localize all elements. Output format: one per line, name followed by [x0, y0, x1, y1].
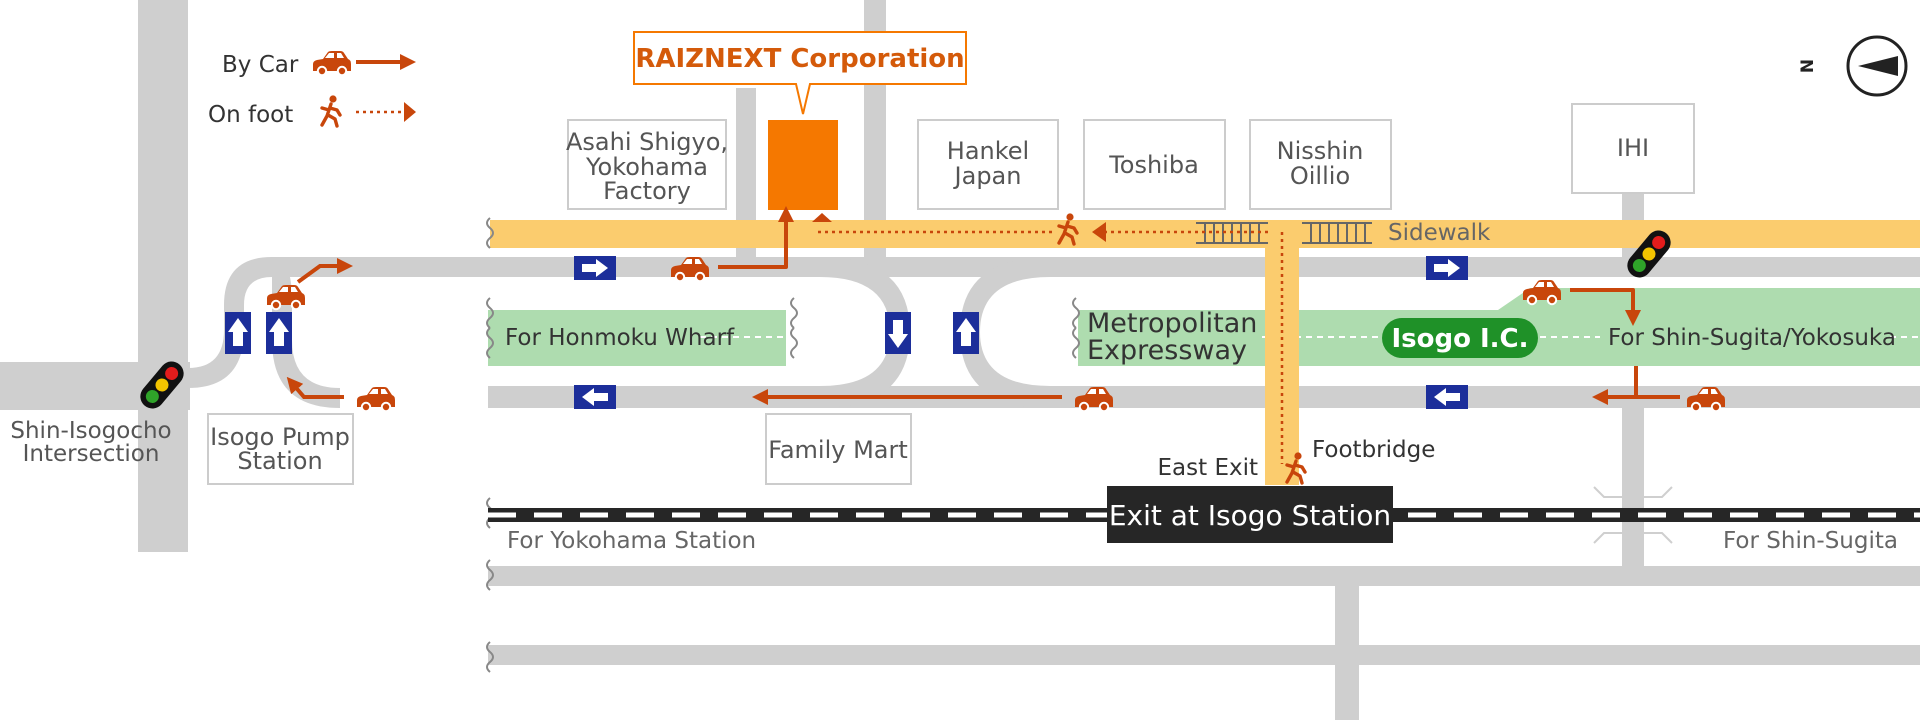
expressway-line1: Metropolitan — [1087, 308, 1257, 339]
oneway-right-sign-1 — [574, 256, 616, 280]
ramp-curve-left — [188, 257, 1920, 388]
oneway-left-sign-2 — [1426, 385, 1468, 409]
ihi-road-lower — [1622, 400, 1644, 568]
ihi-label: IHI — [1617, 134, 1649, 162]
compass: N — [1798, 35, 1908, 97]
intersection-line2: Intersection — [23, 441, 160, 467]
bottom-road — [488, 645, 1920, 665]
sidewalk-label: Sidewalk — [1388, 220, 1491, 246]
expressway-line2: Expressway — [1087, 335, 1247, 366]
traffic-light-left — [140, 361, 184, 409]
building-pump-station — [207, 413, 354, 485]
oneway-up-sign-1 — [225, 312, 251, 354]
yokohama-station-label: For Yokohama Station — [507, 528, 756, 554]
oneway-up-sign-2 — [266, 312, 292, 354]
one-way-signs — [225, 256, 1468, 409]
asahi-line1: Asahi Shigyo, — [566, 128, 728, 156]
honmoku-label: For Honmoku Wharf — [505, 325, 735, 351]
asahi-line3: Factory — [603, 177, 691, 205]
u-turn-left — [960, 257, 1050, 408]
oneway-down-sign — [885, 312, 911, 354]
destination-callout: RAIZNEXT Corporation — [633, 31, 967, 115]
destination-label: RAIZNEXT Corporation — [635, 44, 964, 74]
traffic-light-right — [1627, 230, 1671, 278]
road-by-asahi — [736, 88, 756, 258]
car-icon — [356, 386, 396, 413]
legend-on-foot-label: On foot — [208, 102, 293, 128]
footbridge-label: Footbridge — [1312, 437, 1435, 463]
legend-car-icon — [312, 50, 352, 77]
station-exit-box: Exit at Isogo Station — [1107, 486, 1393, 543]
compass-north-label: N — [1798, 59, 1818, 73]
shinsugita-yokosuka-label: For Shin-Sugita/Yokosuka — [1608, 325, 1896, 351]
pump-line2: Station — [237, 447, 322, 475]
crosswalk-right — [1302, 222, 1372, 244]
rail-underpass — [1593, 486, 1673, 544]
compass-needle-icon — [1858, 56, 1898, 76]
car-routes — [286, 206, 1680, 397]
station-exit-label: Exit at Isogo Station — [1109, 499, 1391, 532]
nisshin-line1: Nisshin — [1277, 137, 1364, 165]
oneway-left-sign-1 — [574, 385, 616, 409]
rail-side-road — [488, 566, 1920, 586]
left-vertical-road — [138, 0, 188, 552]
legend-walker-icon — [320, 93, 342, 128]
familymart-label: Family Mart — [768, 436, 908, 464]
nisshin-line2: Oillio — [1290, 162, 1350, 190]
isogo-ic-label: Isogo I.C. — [1391, 324, 1528, 354]
legend: By Car On foot — [208, 50, 416, 128]
building-hankel — [917, 119, 1059, 210]
u-turn-right — [820, 257, 910, 408]
toshiba-label: Toshiba — [1108, 151, 1199, 179]
oneway-up-sign-3 — [953, 312, 979, 354]
building-family-mart — [765, 413, 912, 485]
asahi-line2: Yokohama — [585, 153, 708, 181]
pump-line1: Isogo Pump — [210, 423, 350, 451]
building-ihi — [1571, 103, 1695, 194]
building-asahi — [567, 119, 727, 210]
intersection-line1: Shin-Isogocho — [10, 418, 171, 444]
raiznext-building — [768, 120, 838, 210]
isogo-ic-badge: Isogo I.C. — [1382, 318, 1538, 358]
hankel-line2: Japan — [953, 162, 1022, 190]
east-exit-label: East Exit — [1158, 455, 1259, 481]
building-toshiba — [1083, 119, 1226, 210]
legend-walk-arrowhead — [404, 102, 416, 122]
legend-by-car-label: By Car — [222, 52, 299, 78]
oneway-right-sign-2 — [1426, 256, 1468, 280]
hankel-line1: Hankel — [947, 137, 1029, 165]
shin-sugita-label: For Shin-Sugita — [1723, 528, 1898, 554]
building-nisshin — [1249, 119, 1392, 210]
walk-routes — [812, 213, 1268, 242]
